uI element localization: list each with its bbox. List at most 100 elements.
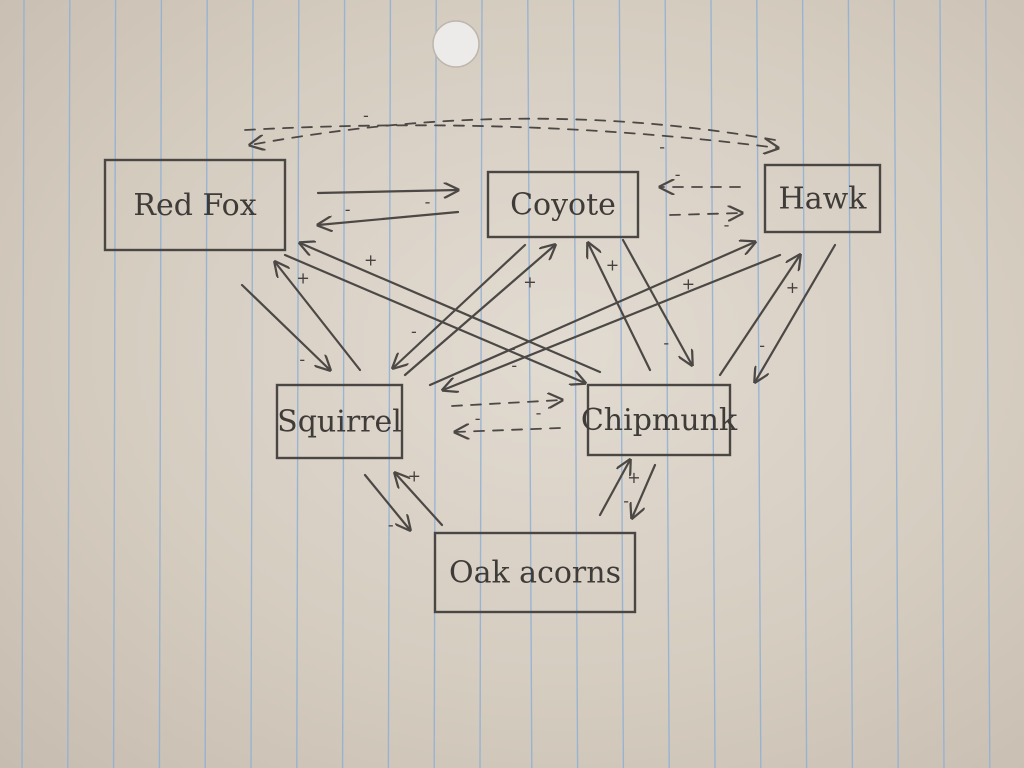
edge-arrow [755, 243, 837, 382]
edge-arrow [363, 473, 410, 530]
edge-sign: - [411, 322, 417, 341]
ruled-line [847, 0, 854, 768]
edge-sign: + [296, 268, 309, 287]
edge-arrow [300, 243, 602, 374]
node-label: Chipmunk [581, 403, 738, 438]
edge-chipmunk-to-hawk: + [718, 255, 800, 377]
node-box [763, 163, 882, 234]
edge-squirrel-to-hawk: + [428, 242, 755, 387]
edge-arrow [244, 124, 778, 148]
node-box [486, 170, 640, 239]
edge-arrow [455, 428, 561, 432]
punch-hole [432, 20, 480, 68]
edge-chipmunk-to-oak: - [623, 463, 657, 518]
ruled-line [756, 0, 762, 768]
ruled-line [801, 0, 808, 768]
edge-sign: - [623, 492, 629, 511]
ruled-line [893, 0, 899, 768]
edge-hawk-to-coyote: - [660, 165, 741, 187]
edge-coyote-to-fox: - [318, 200, 460, 225]
ruled-line [112, 0, 117, 768]
edge-coyote-to-chipmunk: - [621, 238, 692, 365]
ruled-line [204, 0, 208, 768]
edge-arrow [598, 460, 630, 517]
node-chipmunk[interactable]: Chipmunk [581, 383, 738, 457]
edge-sign: - [511, 356, 517, 375]
edge-oak-to-squirrel: + [395, 466, 444, 527]
edge-squirrel-to-fox: + [275, 262, 362, 372]
node-hawk[interactable]: Hawk [763, 163, 882, 234]
edge-squirrel-to-oak: - [363, 473, 410, 535]
edge-sign: + [627, 468, 640, 487]
edge-arrow [275, 262, 362, 372]
edge-arrow [632, 463, 657, 518]
edge-sign: + [523, 273, 536, 292]
edge-arrow [443, 253, 782, 390]
edge-sign: - [299, 350, 305, 369]
edge-arrow [718, 255, 800, 377]
edge-chipmunk-to-fox: + [300, 243, 602, 374]
edge-fox-to-hawk: - [244, 124, 778, 157]
node-oak[interactable]: Oak acorns [433, 531, 637, 614]
edge-coyote-to-squirrel: - [393, 243, 527, 368]
ruled-line [250, 0, 254, 768]
edge-arrow [428, 242, 755, 387]
ruled-line [67, 0, 71, 768]
edge-hawk-to-fox: - [250, 106, 776, 145]
edge-sign: - [388, 516, 394, 535]
edge-sign: + [786, 278, 799, 297]
edge-chipmunk-to-coyote: + [588, 243, 652, 372]
ruled-line [158, 0, 163, 768]
node-coyote[interactable]: Coyote [486, 170, 640, 239]
edge-arrow [393, 243, 527, 368]
ruled-line [985, 0, 991, 768]
node-label: Squirrel [277, 405, 402, 440]
edge-chipmunk-to-squirrel: - [455, 409, 561, 432]
edges-layer: -------+-+-+-+-+-+---++- [240, 106, 837, 535]
node-squirrel[interactable]: Squirrel [275, 383, 404, 460]
ruled-line [479, 0, 483, 768]
edge-arrow [250, 117, 776, 145]
ruled-line [939, 0, 945, 768]
edge-sign: + [364, 250, 377, 269]
edge-sign: - [724, 215, 730, 234]
edge-arrow [451, 400, 562, 406]
edge-sign: - [759, 336, 765, 355]
edge-coyote-to-hawk: - [669, 213, 742, 234]
ruled-line [21, 0, 25, 768]
edge-sign: + [407, 466, 420, 485]
edge-arrow [240, 283, 330, 370]
edge-hawk-to-chipmunk: - [755, 243, 837, 382]
paper-ruled-lines [21, 0, 991, 768]
edge-sign: - [345, 200, 351, 219]
edge-arrow [403, 245, 555, 377]
ruled-line [527, 0, 533, 768]
edge-sign: - [425, 193, 431, 212]
node-label: Coyote [510, 188, 616, 223]
edge-fox-to-squirrel: - [240, 283, 330, 370]
edge-arrow [621, 238, 692, 365]
node-label: Red Fox [133, 188, 256, 223]
ruled-line [572, 0, 579, 768]
edge-oak-to-chipmunk: + [598, 460, 641, 517]
edge-sign: + [682, 274, 695, 293]
edge-sign: + [606, 256, 619, 275]
edge-sign: - [659, 138, 665, 157]
edge-fox-to-coyote: - [316, 190, 458, 212]
edge-squirrel-to-coyote: + [403, 245, 555, 377]
edge-squirrel-to-chipmunk: - [451, 400, 562, 422]
edge-sign: - [363, 106, 369, 125]
node-label: Oak acorns [449, 556, 621, 591]
edge-sign: - [675, 165, 681, 184]
node-box [433, 531, 637, 614]
edge-arrow [588, 243, 652, 372]
edge-sign: - [475, 409, 481, 428]
edge-arrow [669, 213, 742, 215]
edge-fox-to-chipmunk: - [283, 253, 585, 383]
node-fox[interactable]: Red Fox [103, 158, 287, 252]
edge-arrow [316, 190, 458, 193]
node-box [586, 383, 732, 457]
node-box [103, 158, 287, 252]
edge-sign: - [663, 333, 669, 352]
